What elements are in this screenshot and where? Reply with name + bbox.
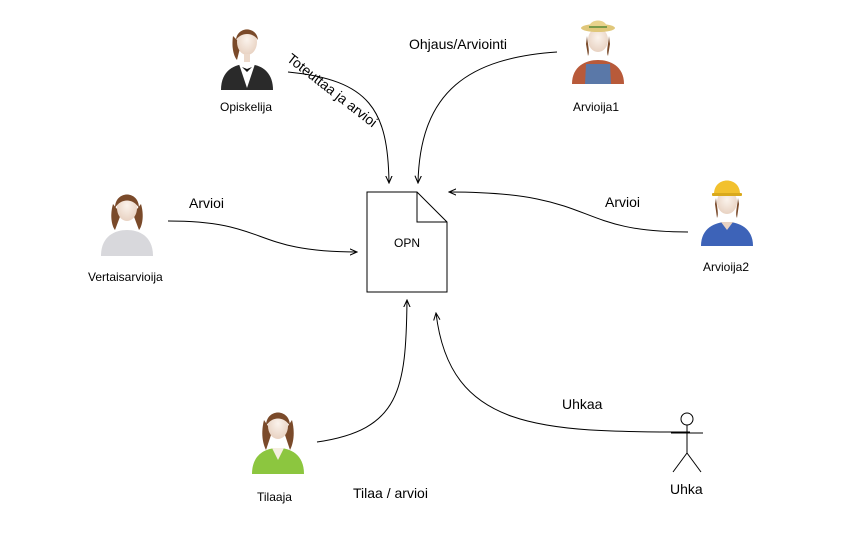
opn-label: OPN <box>394 236 421 250</box>
actor-label-arvioija2: Arvioija2 <box>703 260 750 274</box>
edge-tilaaja-opn[interactable] <box>316 300 407 443</box>
opn-document-icon[interactable] <box>366 191 448 293</box>
edge-label-vertaisarvioi: Arvioi <box>189 195 225 211</box>
edge-label-ohjaus: Ohjaus/Arviointi <box>409 36 508 52</box>
edge-arvioija1-opn[interactable] <box>418 51 558 183</box>
farmer-person-icon <box>572 20 624 84</box>
actor-label-arvioija1: Arvioija1 <box>573 100 620 114</box>
edge-uhka-opn[interactable] <box>436 313 691 433</box>
stick-figure-icon <box>671 412 703 473</box>
edge-vertaisarvioija-opn[interactable] <box>167 220 357 252</box>
edge-label-uhkaa: Uhkaa <box>562 396 603 412</box>
waitress-person-icon <box>221 29 273 90</box>
edge-arvioija2-opn[interactable] <box>449 192 689 233</box>
woman-person-icon <box>101 194 153 256</box>
builder-person-icon <box>701 180 753 246</box>
edge-opiskelija-opn[interactable] <box>287 71 389 183</box>
business-woman-icon <box>252 412 304 474</box>
actor-label-tilaaja: Tilaaja <box>257 490 292 504</box>
actor-label-vertaisarvioija: Vertaisarvioija <box>88 270 163 284</box>
edge-label-arvioija2-arvioi: Arvioi <box>605 194 641 210</box>
edge-label-tilaa: Tilaa / arvioi <box>353 485 428 501</box>
actor-label-uhka: Uhka <box>670 481 703 497</box>
actor-label-opiskelija: Opiskelija <box>220 100 273 114</box>
